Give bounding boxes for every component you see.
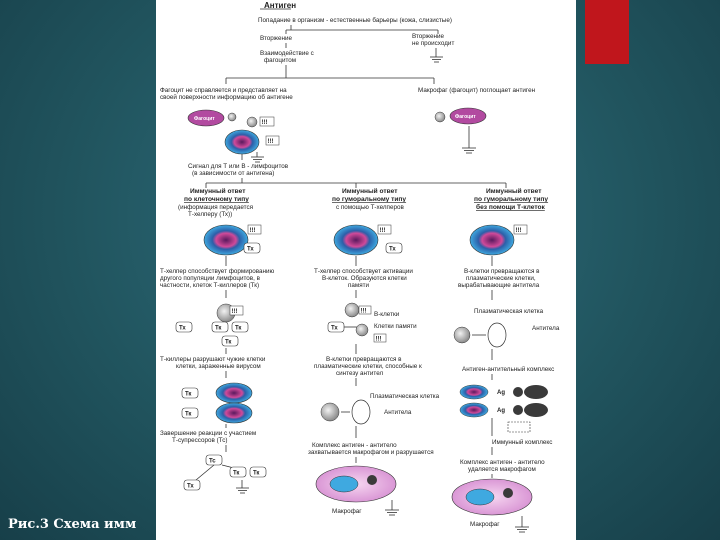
antigen-tag-1: Ag (497, 390, 505, 396)
col2-desc3-1: Комплекс антиген - антитело (312, 442, 397, 449)
red-accent-bar (585, 0, 629, 64)
col2-desc3-2: захватывается макрофагом и разрушается (308, 449, 434, 456)
receptor-tag: !!! (262, 120, 268, 126)
col1-heading-1: Иммунный ответ (190, 187, 246, 195)
col2-desc-2: В-клеток. Образуются клетки (322, 274, 407, 282)
antibody-label: Антитела (384, 409, 412, 416)
diagram-title: Антиген (264, 1, 296, 10)
col3-heading-2: по гуморальному типу (474, 196, 548, 203)
antigen-tag-2: Ag (497, 408, 505, 414)
col3-receptor: !!! (516, 228, 522, 234)
col3-desc2-1: Комплекс антиген - антитело (460, 459, 545, 466)
complex-label: Антиген-антительный комплекс (462, 365, 554, 373)
plasma-cell (351, 399, 371, 425)
col1-receptor-2: !!! (232, 309, 238, 315)
col2-desc-1: Т-хелпер способствует активации (314, 267, 413, 275)
entry-text: Попадание в организм - естественные барь… (258, 16, 452, 24)
col3-heading-3: без помощи Т-клеток (476, 203, 545, 211)
plasma-cell-label: Плазматическая клетка (370, 393, 440, 400)
th-badge-text: Тх (247, 247, 254, 253)
tk-badge-2: Тк (235, 326, 241, 332)
no-invasion-label: не происходит (412, 40, 454, 47)
col3-desc-1: В-клетки превращаются в (464, 268, 540, 275)
col1-heading-4: Т-хелперу (Тх)) (188, 211, 232, 218)
presenting-cell (224, 129, 260, 155)
phagocyte-cell-left (187, 109, 225, 127)
engulf-text-2: фагоцитом (264, 57, 296, 64)
figure-caption: Рис.3 Схема имм (8, 517, 137, 532)
col1-desc-2: другого популяции лимфоцитов, в (160, 275, 261, 282)
col3-plasma-label: Плазматическая клетка (474, 308, 544, 315)
bcell-label: В-клетки (374, 311, 400, 318)
col2-heading-1: Иммунный ответ (342, 187, 398, 195)
col2-heading-2: по гуморальному типу (332, 196, 406, 203)
col2-heading-3: с помощью Т-хелперов (336, 204, 404, 211)
macrophage-label-col3: Макрофаг (470, 521, 500, 528)
signal-text-2: (в зависимости от антигена) (192, 170, 274, 177)
th-badge-col2-2: Тх (331, 326, 338, 332)
macrophage-label-col2: Макрофаг (332, 508, 362, 515)
tk-badge-4: Тк (185, 392, 191, 398)
target-cell-1 (215, 382, 253, 404)
col3-desc2-2: удаляется макрофагом (468, 466, 536, 473)
target-cell-2 (215, 402, 253, 424)
tk-badge-6: Тк (233, 471, 239, 477)
col3-desc-2: плазматические клетки, (466, 275, 536, 282)
col2-desc2-3: синтезу антител (336, 370, 384, 377)
col1-desc-3: частности, клеток Т-киллеров (Тк) (160, 282, 259, 289)
memory-cells-label: Клетки памяти (374, 323, 417, 330)
th-badge-col2: Тх (389, 247, 396, 253)
invasion-label-right: Вторжение (412, 33, 445, 40)
col2-desc2-2: плазматические клетки, способные к (314, 362, 422, 370)
immune-complex-label: Иммунный комплекс (492, 438, 552, 446)
signal-text-1: Сигнал для Т или В - лимфоцитов (188, 163, 289, 170)
col1-heading-3: (информация передается (178, 204, 253, 211)
macrophage-engulfs: Макрофаг (фагоцит) поглощает антиген (418, 87, 536, 94)
lymphocyte-icon (246, 116, 258, 128)
antigen-icon (227, 112, 237, 122)
col2-receptor: !!! (380, 228, 386, 234)
antigen-icon-right (434, 111, 446, 123)
phagocyte-fails-1: Фагоцит не справляется и представляет на (160, 87, 287, 94)
col1-cell (203, 224, 249, 256)
th-badge (243, 242, 261, 254)
col1-receptor: !!! (250, 228, 256, 234)
col2-desc-3: памяти (348, 282, 370, 289)
b-cell-col3 (453, 326, 471, 344)
tk-badge-7: Тк (253, 471, 259, 477)
col1-desc2-1: Т-киллеры разрушают чужие клетки (160, 356, 266, 363)
col1-desc3-1: Завершение реакции с участием (160, 430, 256, 437)
col1-desc2-2: клетки, зараженные вирусом (176, 363, 261, 370)
col2-desc2-1: В-клетки превращаются в (326, 356, 402, 363)
col3-desc-3: вырабатывающие антитела (458, 281, 540, 289)
receptor-tag-2: !!! (268, 139, 274, 145)
phagocyte-label-right: Фагоцит (455, 114, 476, 120)
phagocyte-cell-right (449, 107, 487, 125)
col1-desc-1: Т-хелпер способствует формированию (160, 267, 275, 275)
col3-antibody-label: Антитела (532, 325, 560, 332)
ts-badge: Тс (209, 459, 216, 465)
tk-badge-3: Тк (225, 340, 231, 346)
diagram-sheet: Антиген Попадание в организм - естествен… (156, 0, 576, 540)
col3-cell (469, 224, 515, 256)
immune-response-diagram: Антиген Попадание в организм - естествен… (160, 1, 560, 533)
col1-heading-2: по клеточному типу (184, 196, 249, 203)
phagocyte-label-left: Фагоцит (194, 116, 215, 122)
b-cell (320, 402, 340, 422)
phagocyte-fails-2: своей поверхности информацию об антигене (160, 93, 293, 101)
plasma-cell-col3 (487, 322, 507, 348)
col3-heading-1: Иммунный ответ (486, 187, 542, 195)
th-badge-3: Тх (187, 484, 194, 490)
th-badge-2: Тх (179, 326, 186, 332)
col2-receptor-3: !!! (376, 337, 382, 343)
invasion-label: Вторжение (260, 35, 293, 42)
engulf-text-1: Взаимодействие с (260, 49, 314, 57)
tk-badge-5: Тк (185, 412, 191, 418)
col2-receptor-2: !!! (361, 309, 367, 315)
tk-badge-1: Тк (215, 326, 221, 332)
col1-desc3-2: Т-супрессоров (Тс) (172, 437, 227, 444)
col2-cell (333, 224, 379, 256)
